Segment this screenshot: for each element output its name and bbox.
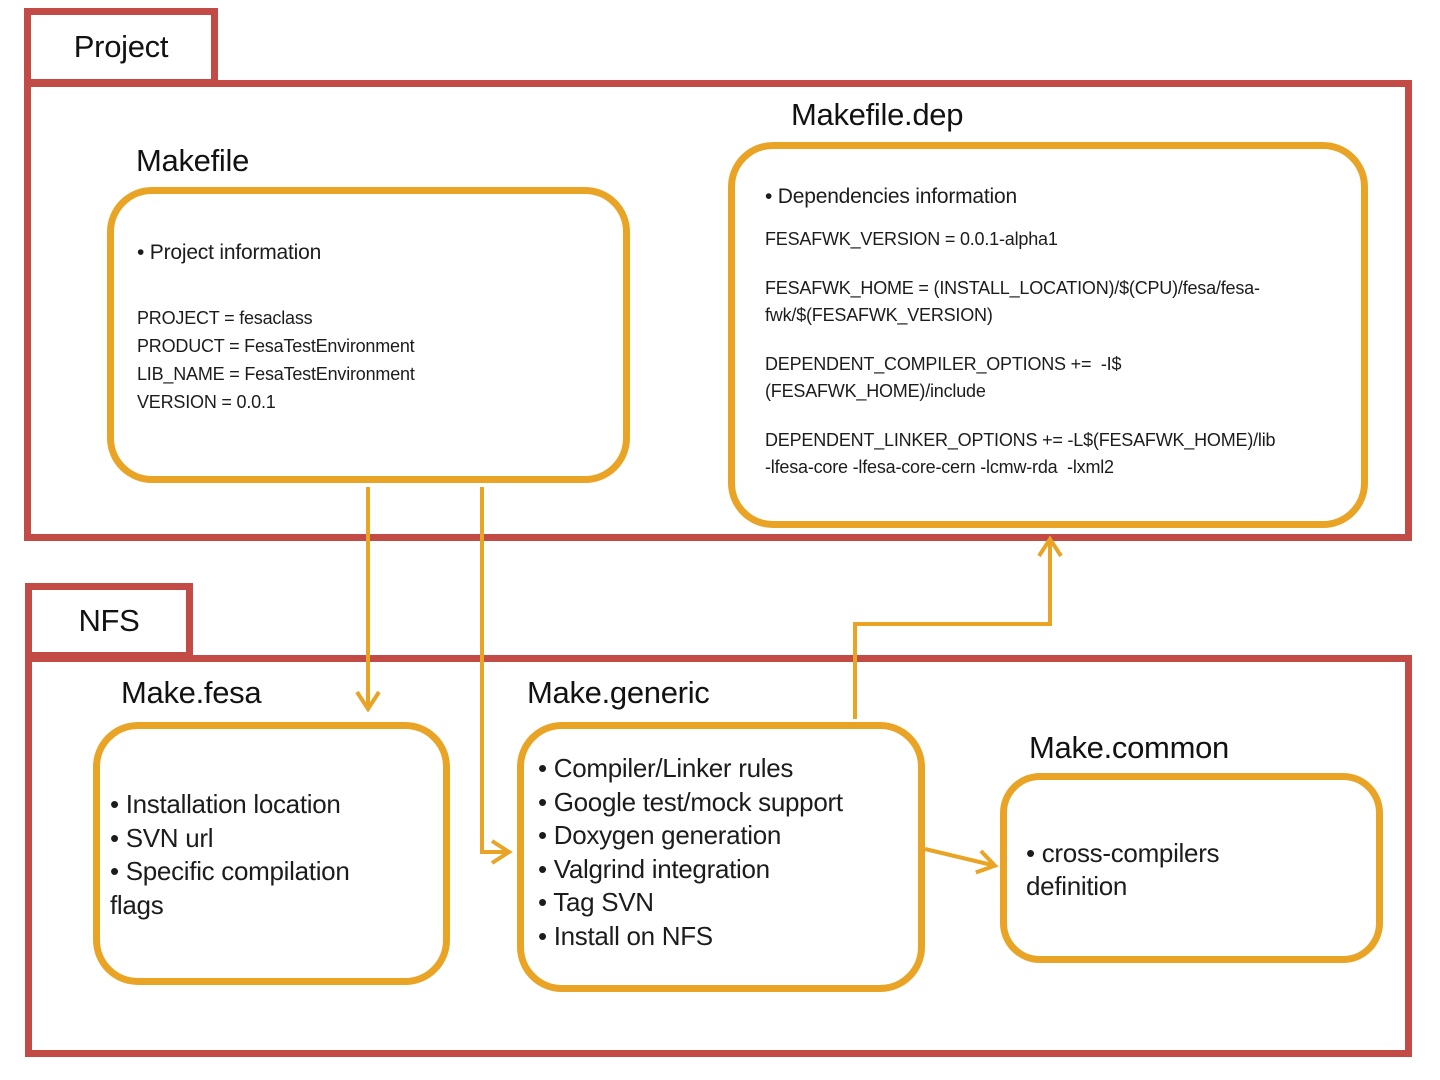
make-generic-bullet: • Install on NFS	[538, 920, 713, 951]
makefile-dep-box-title: Makefile.dep	[791, 97, 964, 132]
makefile-dep-code-block: FESAFWK_HOME = (INSTALL_LOCATION)/$(CPU)…	[765, 275, 1361, 329]
make-generic-bullet: • Valgrind integration	[538, 853, 770, 884]
makefile-dep-code-block: DEPENDENT_LINKER_OPTIONS += -L$(FESAFWK_…	[765, 427, 1361, 481]
project-package-label: Project	[73, 29, 169, 64]
makefile-dep-bullet: • Dependencies information	[765, 185, 1017, 208]
project-package-tab: Project	[24, 8, 218, 86]
make-fesa-bullet: • Specific compilation flags	[110, 856, 350, 920]
make-generic-bullet: • Google test/mock support	[538, 786, 843, 817]
make-common-box-title: Make.common	[1029, 730, 1229, 765]
makefile-dep-code: FESAFWK_VERSION = 0.0.1-alpha1 FESAFWK_H…	[765, 226, 1361, 503]
make-generic-bullets: • Compiler/Linker rules • Google test/mo…	[538, 752, 910, 953]
makefile-dep-box	[728, 142, 1368, 528]
make-generic-bullet: • Compiler/Linker rules	[538, 753, 794, 783]
make-common-bullet: • cross-compilers definition	[1026, 838, 1220, 901]
make-generic-bullet: • Tag SVN	[538, 887, 654, 917]
makefile-dep-code-line: -lfesa-core -lfesa-core-cern -lcmw-rda -…	[765, 457, 1114, 477]
nfs-package-tab: NFS	[25, 583, 193, 659]
make-fesa-box	[93, 722, 450, 985]
make-generic-box	[517, 722, 925, 992]
makefile-dep-code-line: FESAFWK_VERSION = 0.0.1-alpha1	[765, 229, 1058, 249]
makefile-dep-code-block: DEPENDENT_COMPILER_OPTIONS += -I$ (FESAF…	[765, 351, 1361, 405]
makefile-dep-code-line: DEPENDENT_LINKER_OPTIONS += -L$(FESAFWK_…	[765, 430, 1276, 450]
make-fesa-bullet: • Installation location	[110, 789, 341, 819]
makefile-code-line: PROJECT = fesaclass	[137, 308, 313, 328]
makefile-box	[107, 187, 630, 483]
nfs-package-label: NFS	[78, 603, 140, 638]
makefile-dep-code-line: fwk/$(FESAFWK_VERSION)	[765, 305, 993, 325]
makefile-bullet: • Project information	[137, 241, 322, 264]
make-fesa-box-title: Make.fesa	[121, 675, 262, 710]
make-common-box	[1000, 773, 1383, 963]
makefile-dep-code-line: DEPENDENT_COMPILER_OPTIONS += -I$	[765, 354, 1122, 374]
make-fesa-bullets: • Installation location • SVN url • Spec…	[110, 788, 390, 922]
makefile-code-line: LIB_NAME = FesaTestEnvironment	[137, 364, 415, 384]
makefile-box-title: Makefile	[136, 143, 250, 178]
make-generic-box-title: Make.generic	[527, 675, 710, 710]
makefile-dep-code-block: FESAFWK_VERSION = 0.0.1-alpha1	[765, 226, 1361, 253]
make-fesa-bullet: • SVN url	[110, 822, 214, 853]
make-common-bullets: • cross-compilers definition	[1026, 837, 1276, 903]
makefile-dep-code-line: FESAFWK_HOME = (INSTALL_LOCATION)/$(CPU)…	[765, 278, 1260, 298]
makefile-code-line: VERSION = 0.0.1	[137, 392, 276, 412]
makefile-code: PROJECT = fesaclass PRODUCT = FesaTestEn…	[137, 304, 415, 416]
makefile-dep-code-line: (FESAFWK_HOME)/include	[765, 381, 986, 401]
makefile-code-line: PRODUCT = FesaTestEnvironment	[137, 336, 415, 356]
make-generic-bullet: • Doxygen generation	[538, 820, 782, 850]
